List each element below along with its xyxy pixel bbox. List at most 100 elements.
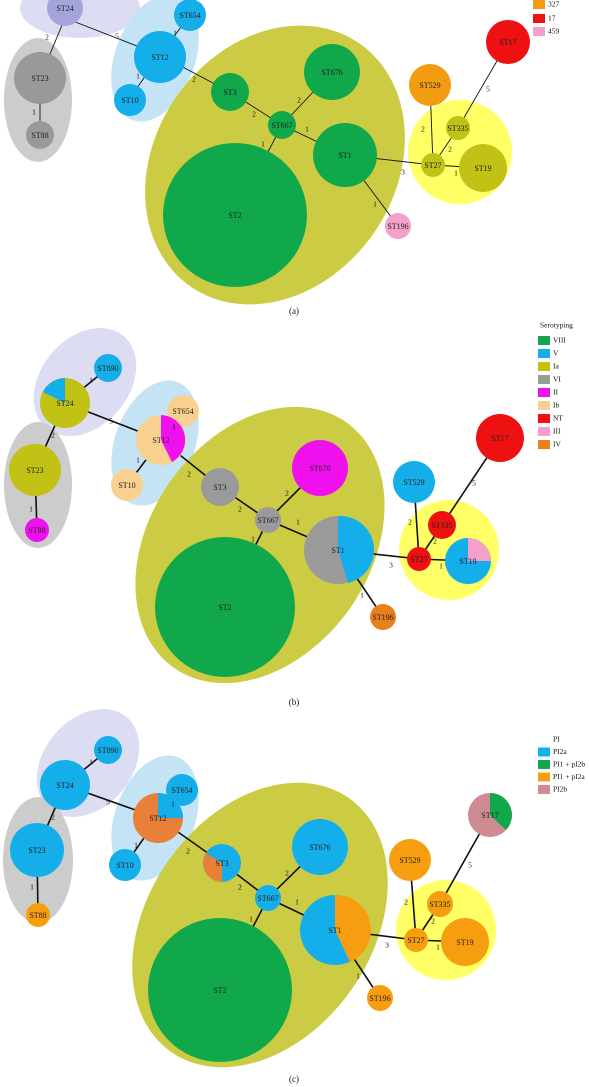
legend-swatch <box>538 427 550 436</box>
edge-label-b: 2 <box>238 505 242 514</box>
node-st676-a <box>304 44 360 100</box>
node-st23-a <box>14 52 66 104</box>
edge-label-c: 2 <box>404 898 408 907</box>
label-st654-c: ST654 <box>171 786 192 795</box>
node-st1-c <box>300 894 371 965</box>
label-st196-c: ST196 <box>369 994 390 1003</box>
edge-label-b: 2 <box>187 470 191 479</box>
legend-label: Ia <box>553 362 559 371</box>
legend-label: V <box>553 349 559 358</box>
label-st27-a: ST27 <box>424 161 441 170</box>
label-st2-c: ST2 <box>213 986 226 995</box>
node-st335-c <box>427 891 453 917</box>
edge-label-a: 2 <box>252 110 256 119</box>
label-st1-a: ST1 <box>338 151 351 160</box>
legend-label: PI1 + pI2b <box>553 760 585 769</box>
legend-label: Ib <box>553 401 559 410</box>
legend-a: 327 17 459 <box>533 0 560 36</box>
edge-label-b: 2 <box>433 537 437 546</box>
label-st529-c: ST529 <box>399 856 420 865</box>
edge-label-a: 2 <box>45 33 49 42</box>
label-st12-b: ST12 <box>152 436 169 445</box>
node-st667-c <box>255 885 281 911</box>
label-st654-a: ST654 <box>179 11 200 20</box>
node-st196-c <box>367 985 393 1011</box>
node-st27-b <box>407 547 431 571</box>
edge-label-b: 5 <box>109 417 113 426</box>
node-st19-c <box>441 918 489 966</box>
node-st335-b <box>428 511 456 539</box>
label-st890-b: ST890 <box>97 364 118 373</box>
label-st667-b: ST667 <box>257 516 278 525</box>
edge-label-b: 1 <box>251 535 255 544</box>
node-st17-b <box>476 414 524 462</box>
node-st654-b <box>167 395 199 427</box>
edge-label-a: 1 <box>373 200 377 209</box>
edge-label-a: 3 <box>401 168 405 177</box>
legend-label: PI2a <box>553 747 567 756</box>
node-st654-c <box>166 774 198 806</box>
label-st2-a: ST2 <box>228 211 241 220</box>
label-st2-b: ST2 <box>218 603 231 612</box>
node-st667-b <box>255 507 281 533</box>
edge-label-b: 1 <box>136 456 140 465</box>
node-st24-b <box>40 378 90 428</box>
edge-label-c: 3 <box>385 941 389 950</box>
label-st667-a: ST667 <box>271 121 292 130</box>
edge-label-a: 1 <box>32 108 36 117</box>
node-st654-a <box>174 0 206 31</box>
edge-label-b: 1 <box>29 505 33 514</box>
label-st335-a: ST335 <box>447 124 468 133</box>
edge-label-a: 1 <box>136 72 140 81</box>
node-st676-b <box>292 440 348 496</box>
node-st12-b <box>136 415 186 465</box>
label-st529-a: ST529 <box>419 81 440 90</box>
node-st19-a <box>459 144 507 192</box>
label-st676-b: ST676 <box>309 464 330 473</box>
edge-label-a: 2 <box>297 96 301 105</box>
edge-label-b: 5 <box>472 479 476 488</box>
panel-a: ST24 ST23 ST88 ST654 ST12 ST10 ST3 ST676… <box>4 0 560 316</box>
label-st529-b: ST529 <box>403 478 424 487</box>
legend-swatch <box>538 336 550 345</box>
node-st88-b <box>25 518 49 542</box>
edge-label-c: 2 <box>431 917 435 926</box>
edge-label-b: 1 <box>89 376 93 385</box>
label-st23-a: ST23 <box>31 74 48 83</box>
label-st24-c: ST24 <box>56 781 73 790</box>
edge-label-a: 2 <box>192 75 196 84</box>
node-st88-c <box>26 903 50 927</box>
node-st2-c <box>148 918 292 1062</box>
node-st27-c <box>404 928 428 952</box>
edge-label-c: 1 <box>171 800 175 809</box>
node-st529-a <box>409 64 451 106</box>
label-st3-a: ST3 <box>223 88 236 97</box>
legend-swatch <box>537 734 551 745</box>
edge-label-b: 2 <box>408 518 412 527</box>
node-st3-c <box>203 844 241 882</box>
legend-label: PI <box>553 735 560 744</box>
label-st1-c: ST1 <box>328 926 341 935</box>
edge-label-a: 1 <box>305 125 309 134</box>
legend-title: Serotyping <box>540 321 573 330</box>
label-st3-b: ST3 <box>213 483 226 492</box>
label-st3-c: ST3 <box>215 859 228 868</box>
legend-label: 327 <box>548 0 560 9</box>
label-st88-c: ST88 <box>29 911 46 920</box>
node-st529-b <box>393 461 435 503</box>
legend-swatch <box>533 0 545 9</box>
label-st10-c: ST10 <box>116 861 133 870</box>
node-st890-b <box>94 354 122 382</box>
node-st24-a <box>47 0 83 26</box>
edge-label-c: 1 <box>89 758 93 767</box>
label-st667-c: ST667 <box>257 894 278 903</box>
node-st27-a <box>421 153 445 177</box>
node-st12-a <box>134 31 186 83</box>
node-st17-c <box>468 793 512 837</box>
legend-swatch <box>538 362 550 371</box>
node-st23-c <box>10 823 64 877</box>
label-st1-b: ST1 <box>331 546 344 555</box>
node-st1-b <box>304 515 375 584</box>
label-st10-a: ST10 <box>121 96 138 105</box>
